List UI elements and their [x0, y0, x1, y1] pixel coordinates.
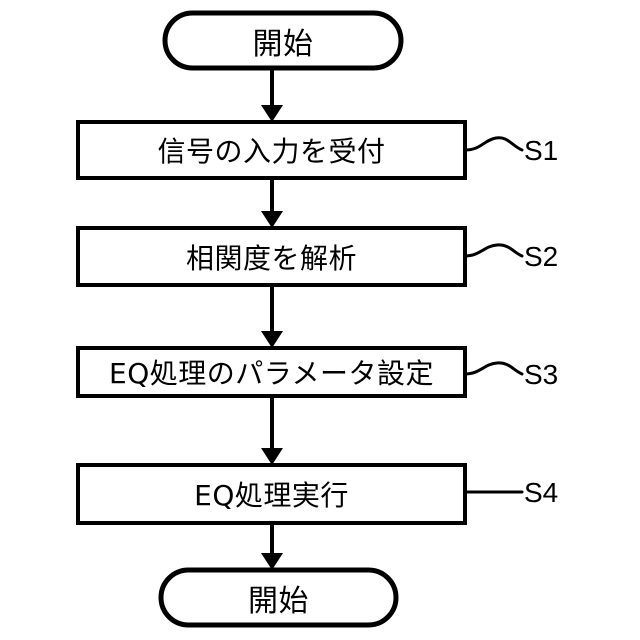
node-s2-shape[interactable] — [76, 226, 467, 287]
node-end-shape[interactable] — [158, 567, 399, 628]
arrowhead-s3-to-s4 — [261, 448, 283, 465]
step-label-s4: S4 — [524, 477, 559, 508]
arrowhead-start-to-s1 — [261, 105, 283, 122]
leader-line-s1 — [463, 136, 524, 152]
arrowhead-s4-to-end — [261, 553, 283, 570]
step-label-s1: S1 — [524, 135, 559, 166]
leader-line-s2 — [463, 243, 524, 258]
step-label-s2: S2 — [524, 241, 559, 272]
node-s3-shape[interactable] — [76, 346, 467, 398]
step-label-s3: S3 — [524, 359, 559, 390]
node-start-shape[interactable] — [162, 10, 404, 71]
arrowhead-s2-to-s3 — [261, 331, 283, 348]
node-s4-shape[interactable] — [76, 463, 467, 525]
leader-line-s3 — [463, 361, 524, 376]
node-s1-shape[interactable] — [76, 120, 467, 180]
arrowhead-s1-to-s2 — [261, 211, 283, 228]
